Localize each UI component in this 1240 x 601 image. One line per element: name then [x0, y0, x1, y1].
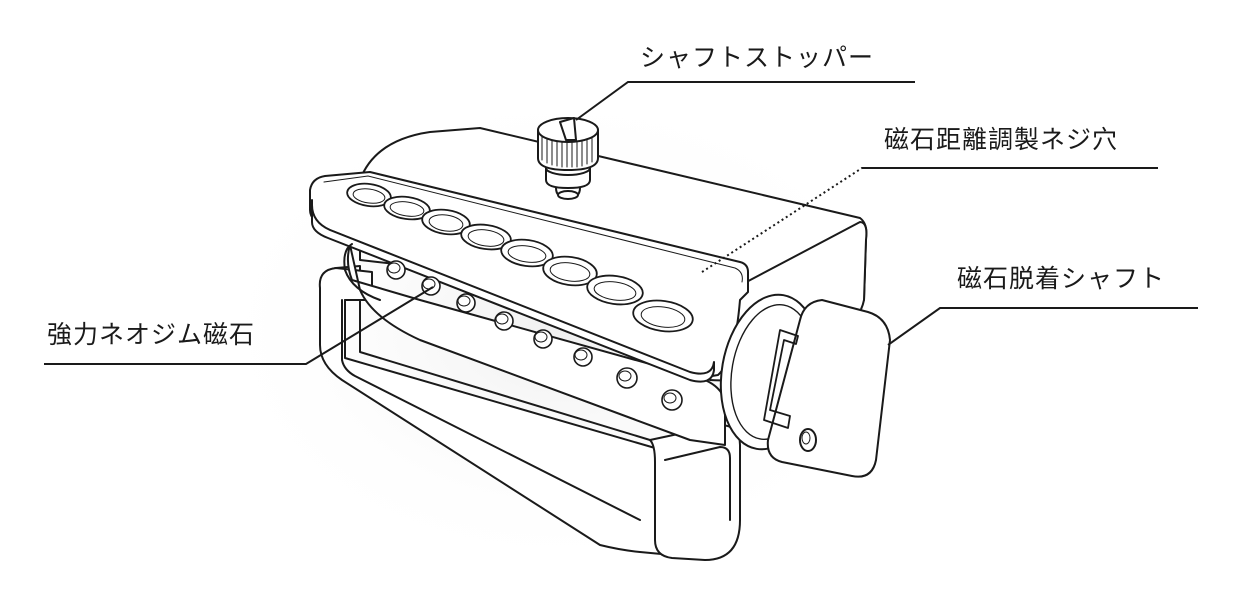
- detach-shaft-slot: [763, 329, 799, 429]
- leader-magnet: [44, 286, 434, 365]
- magnet-row: [386, 260, 683, 411]
- frame-inner-edge: [344, 299, 651, 441]
- leader-detach-shaft: [887, 307, 1198, 346]
- top-plate-face: [311, 199, 715, 383]
- detach-shaft-hole: [799, 428, 817, 452]
- label-detach-shaft: 磁石脱着シャフト: [957, 264, 1166, 293]
- magnet: [533, 329, 553, 349]
- frame-front-block: [649, 424, 741, 561]
- detach-shaft-handle[interactable]: [766, 299, 891, 478]
- magnet: [456, 293, 476, 313]
- label-shaft-stopper: シャフトストッパー: [640, 43, 875, 72]
- label-screw-hole: 磁石距離調製ネジ穴: [884, 125, 1119, 154]
- magnet: [494, 311, 514, 331]
- plate-holes: [346, 182, 694, 333]
- frame-inner-left: [341, 299, 641, 521]
- magnet: [661, 389, 683, 411]
- leader-shaft-stopper: [575, 81, 915, 121]
- magnet: [386, 260, 406, 280]
- stopper-slot: [559, 117, 577, 141]
- magnet: [616, 367, 638, 389]
- knurl-lines: [541, 133, 593, 168]
- label-neodymium-magnet: 強力ネオジム磁石: [47, 320, 256, 349]
- frame-front-inner: [664, 446, 731, 521]
- shaft-stopper-knob[interactable]: [537, 117, 599, 200]
- body-left-end: [343, 243, 381, 301]
- magnet: [573, 347, 593, 367]
- top-plate-inner: [323, 175, 743, 283]
